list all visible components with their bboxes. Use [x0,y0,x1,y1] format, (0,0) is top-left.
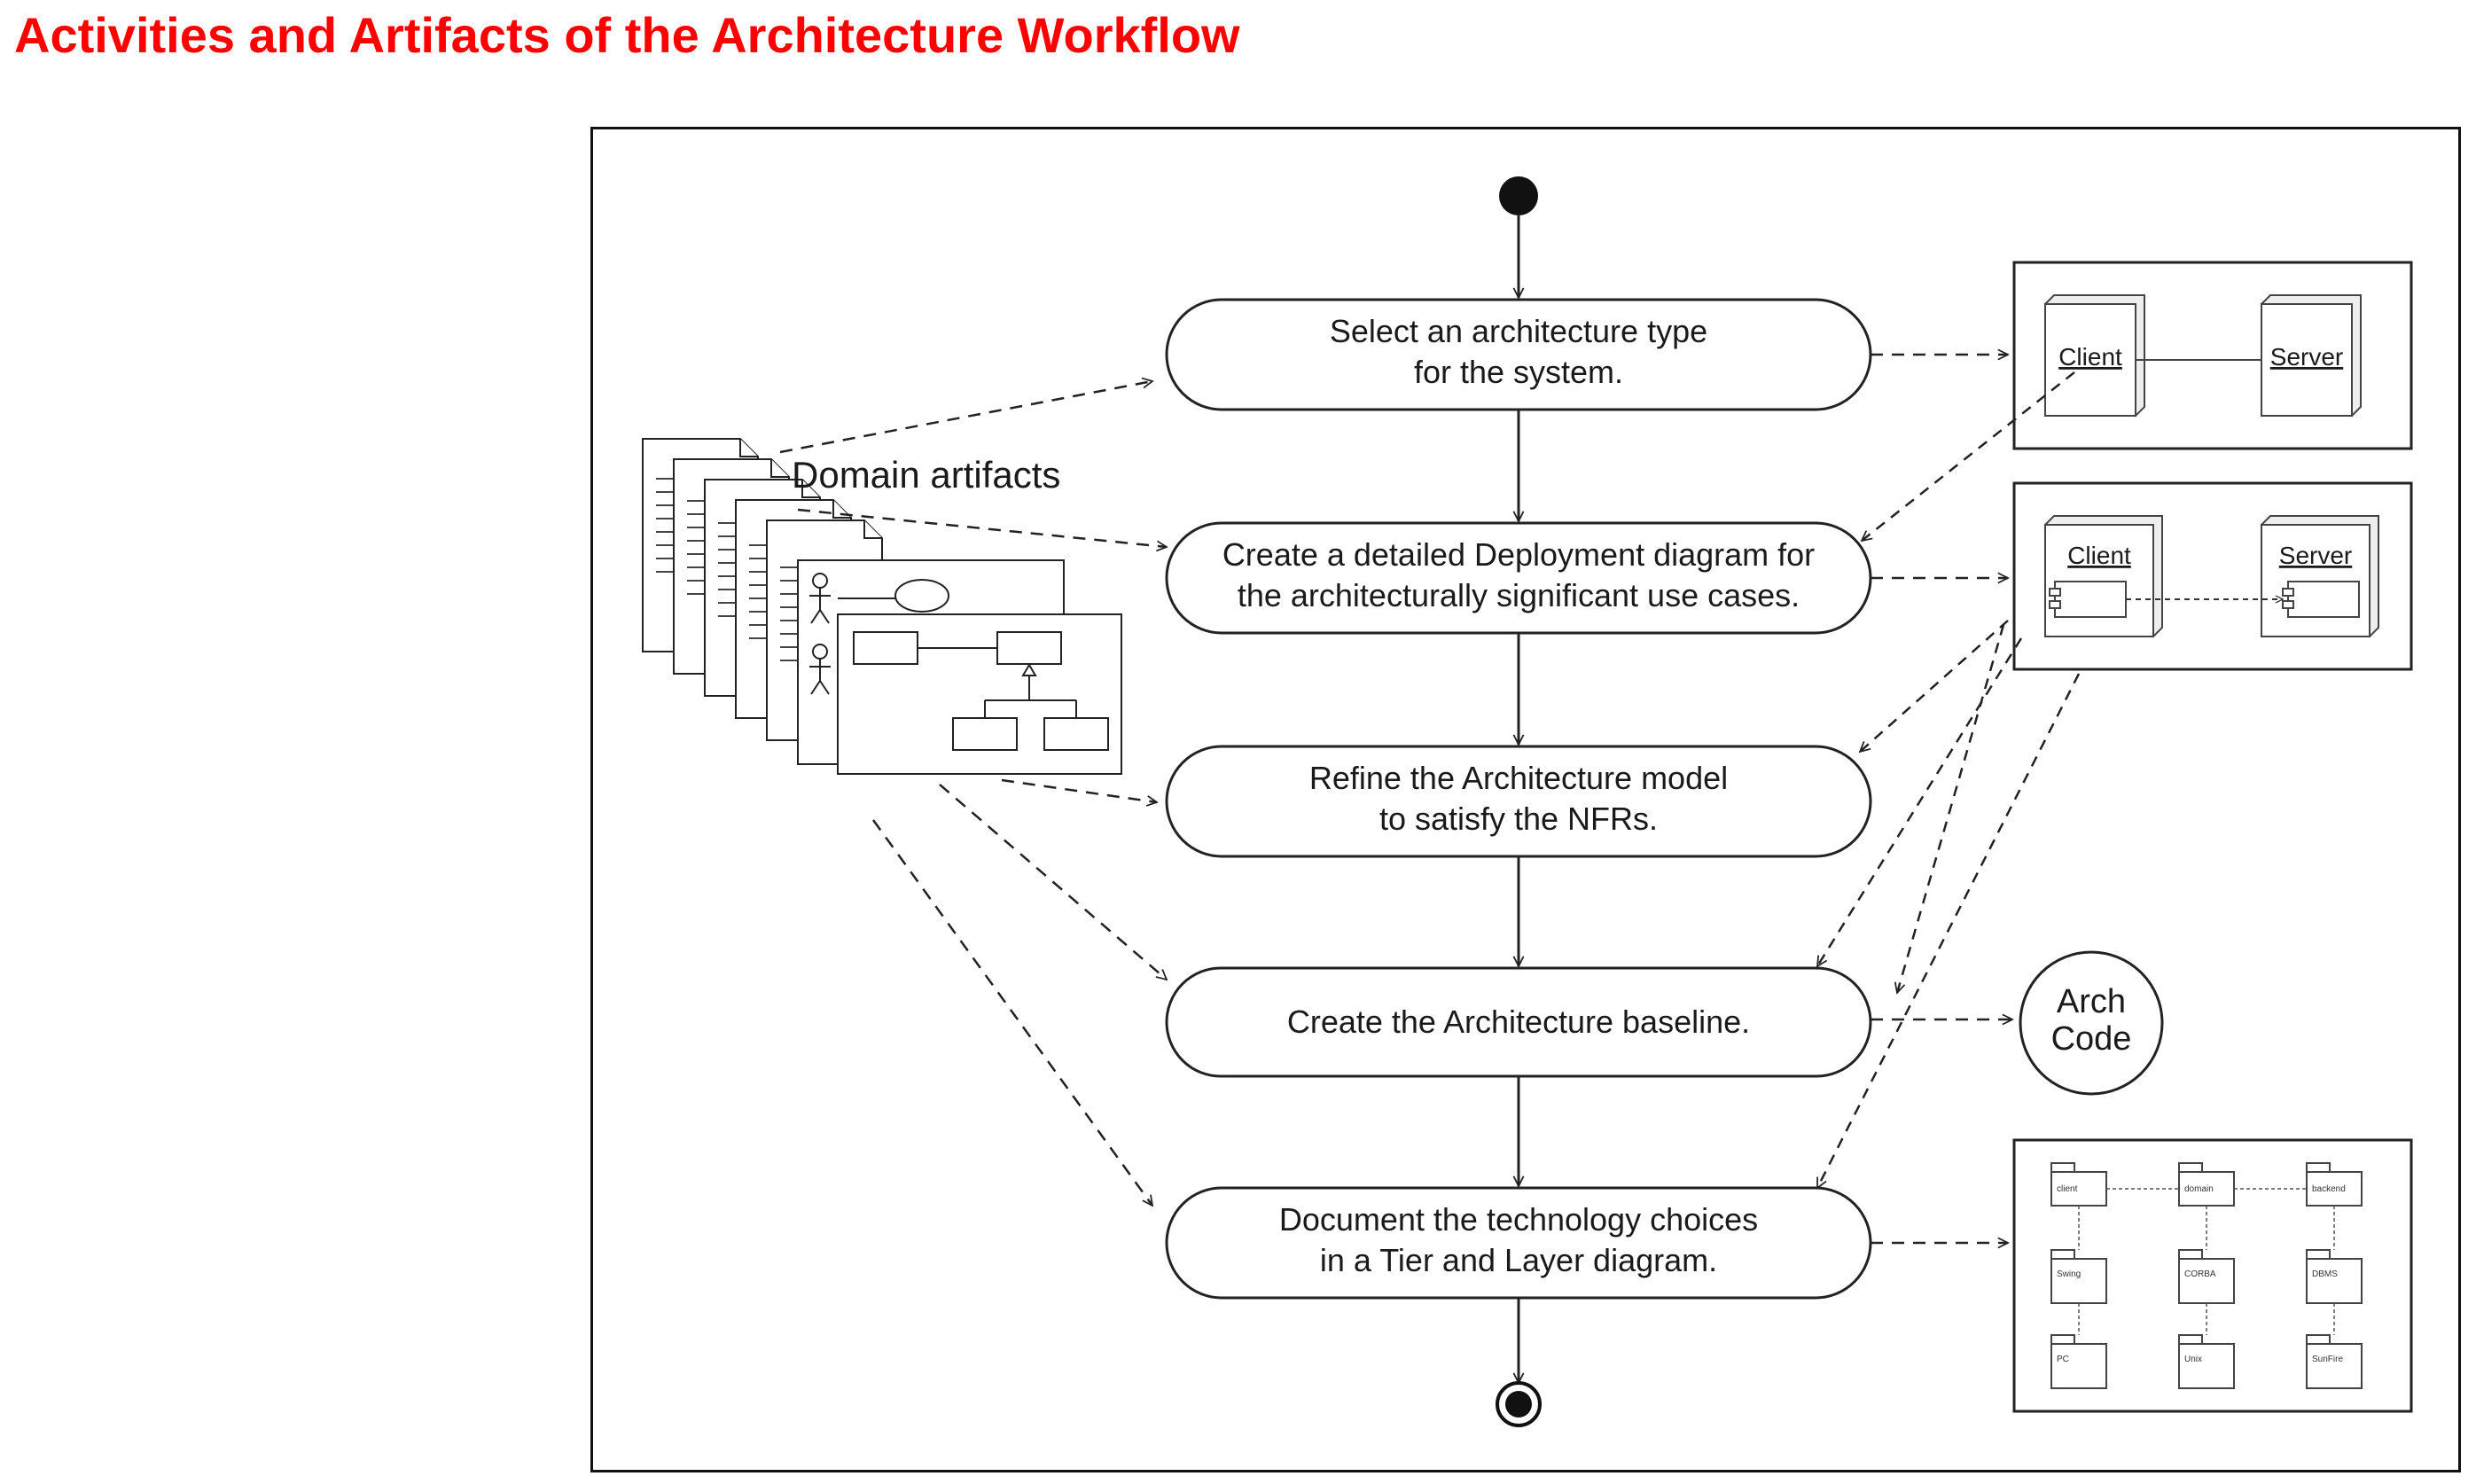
svg-text:Create a detailed Deployment d: Create a detailed Deployment diagram for [1222,536,1815,573]
deployment-client-server-box: Client Server [2012,261,2413,450]
class-diagram-sheet-icon [837,613,1122,775]
svg-text:to satisfy the NFRs.: to satisfy the NFRs. [1379,801,1658,837]
client-node-label: Client [2058,343,2122,371]
svg-text:backend: backend [2312,1184,2346,1194]
svg-text:Swing: Swing [2057,1269,2081,1279]
deployment-detailed-box: Client Server [2012,481,2413,671]
server-node-label: Server [2270,343,2343,371]
activity-create-deployment: Create a detailed Deployment diagram for… [1165,521,1872,635]
domain-artifacts-label: Domain artifacts [792,454,1060,496]
svg-text:client: client [2057,1184,2078,1194]
server-node-label: Server [2279,542,2352,569]
initial-node [1499,176,1538,215]
svg-text:Arch: Arch [2057,983,2126,1020]
svg-text:DBMS: DBMS [2312,1269,2338,1279]
activity-select-architecture: Select an architecture type for the syst… [1165,298,1872,411]
svg-text:CORBA: CORBA [2184,1269,2216,1279]
arch-code-artifact: Arch Code [2019,950,2164,1096]
svg-text:PC: PC [2057,1355,2069,1364]
svg-text:domain: domain [2184,1184,2214,1194]
svg-text:Create the Architecture baseli: Create the Architecture baseline. [1287,1004,1750,1040]
final-node [1496,1381,1542,1427]
artifact-dependency-arrows [779,381,1167,1206]
svg-text:Refine the Architecture model: Refine the Architecture model [1309,760,1728,796]
client-node-label: Client [2067,542,2131,569]
svg-text:for the system.: for the system. [1414,354,1623,390]
svg-text:the architecturally significan: the architecturally significant use case… [1238,577,1800,613]
tier-layer-diagram-box: client domain backend Swing CORBA DBMS P… [2012,1138,2413,1413]
svg-text:SunFire: SunFire [2312,1355,2343,1364]
activity-refine-model: Refine the Architecture model to satisfy… [1165,745,1872,858]
svg-text:Unix: Unix [2184,1355,2202,1364]
svg-text:Select an architecture type: Select an architecture type [1330,313,1707,349]
activity-document-technology: Document the technology choices in a Tie… [1165,1186,1872,1300]
svg-text:in a Tier and Layer diagram.: in a Tier and Layer diagram. [1320,1242,1717,1278]
activity-create-baseline: Create the Architecture baseline. [1165,966,1872,1078]
svg-text:Code: Code [2051,1020,2132,1058]
svg-text:Document the technology choice: Document the technology choices [1279,1201,1758,1238]
domain-artifacts-stack [642,438,1122,775]
page-title: Activities and Artifacts of the Architec… [14,7,1240,63]
input-artifact-arrows [1816,371,2081,1188]
output-artifact-arrows [1871,355,2012,1243]
